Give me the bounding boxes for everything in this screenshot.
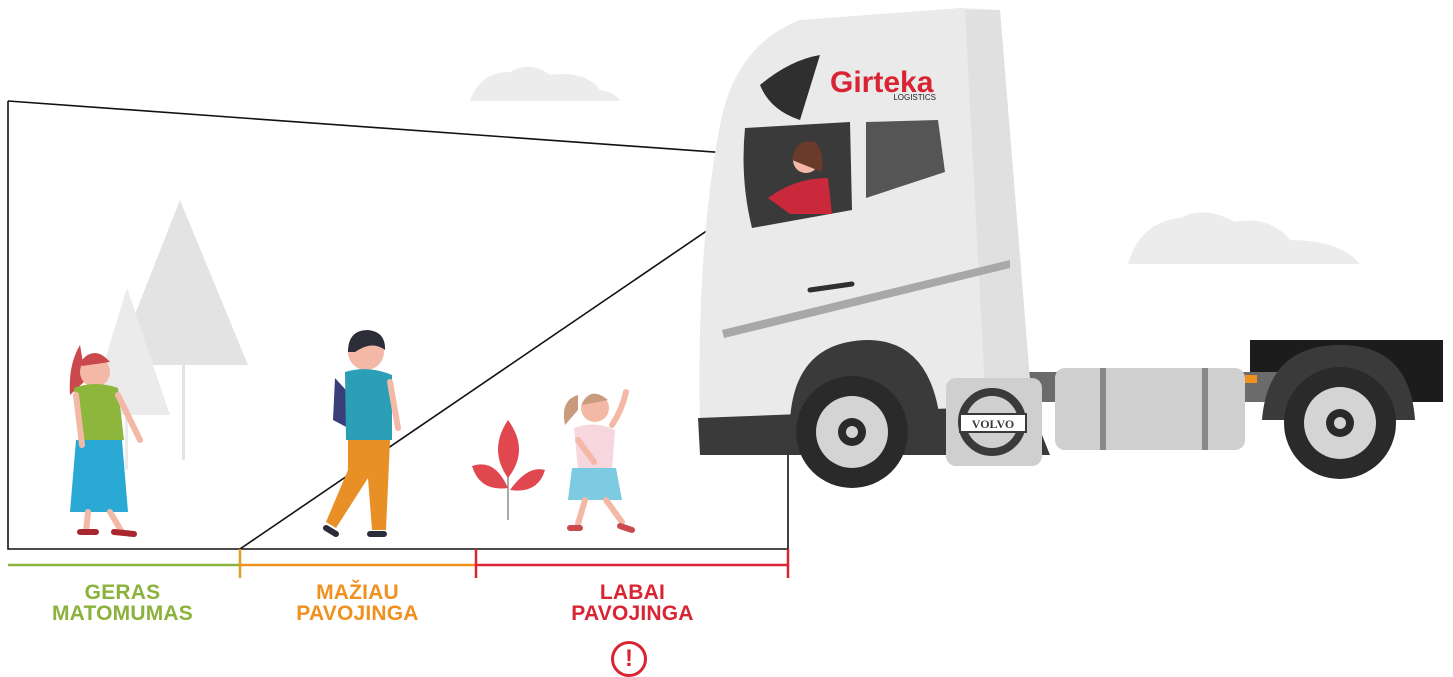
truck: VOLVO Girteka LOGISTICS (698, 8, 1443, 488)
brand-logo: Girteka (830, 66, 934, 99)
cloud-left (470, 66, 620, 101)
rear-wheel (1284, 367, 1396, 479)
plant (472, 420, 545, 520)
zone-less-line1: MAŽIAU (316, 581, 399, 604)
zone-label-good-visibility: GERAS MATOMUMAS (20, 582, 225, 624)
zone-good-line1: GERAS (84, 581, 161, 604)
zone-lines (8, 549, 790, 578)
zone-label-less-dangerous: MAŽIAU PAVOJINGA (255, 582, 460, 624)
person-woman (69, 345, 143, 537)
zone-very-line1: LABAI (599, 581, 666, 604)
person-boy (323, 330, 401, 537)
cloud-right (1128, 212, 1360, 264)
brand-sub: LOGISTICS (893, 93, 936, 102)
zone-less-line2: PAVOJINGA (296, 602, 419, 625)
person-girl (563, 389, 635, 533)
zone-good-line2: MATOMUMAS (51, 602, 193, 625)
volvo-badge-text: VOLVO (972, 417, 1014, 431)
zone-very-line2: PAVOJINGA (571, 602, 694, 625)
warning-icon: ! (611, 641, 647, 677)
trees (88, 200, 248, 470)
front-wheel (796, 376, 908, 488)
zone-label-very-dangerous: LABAI PAVOJINGA (530, 582, 735, 624)
